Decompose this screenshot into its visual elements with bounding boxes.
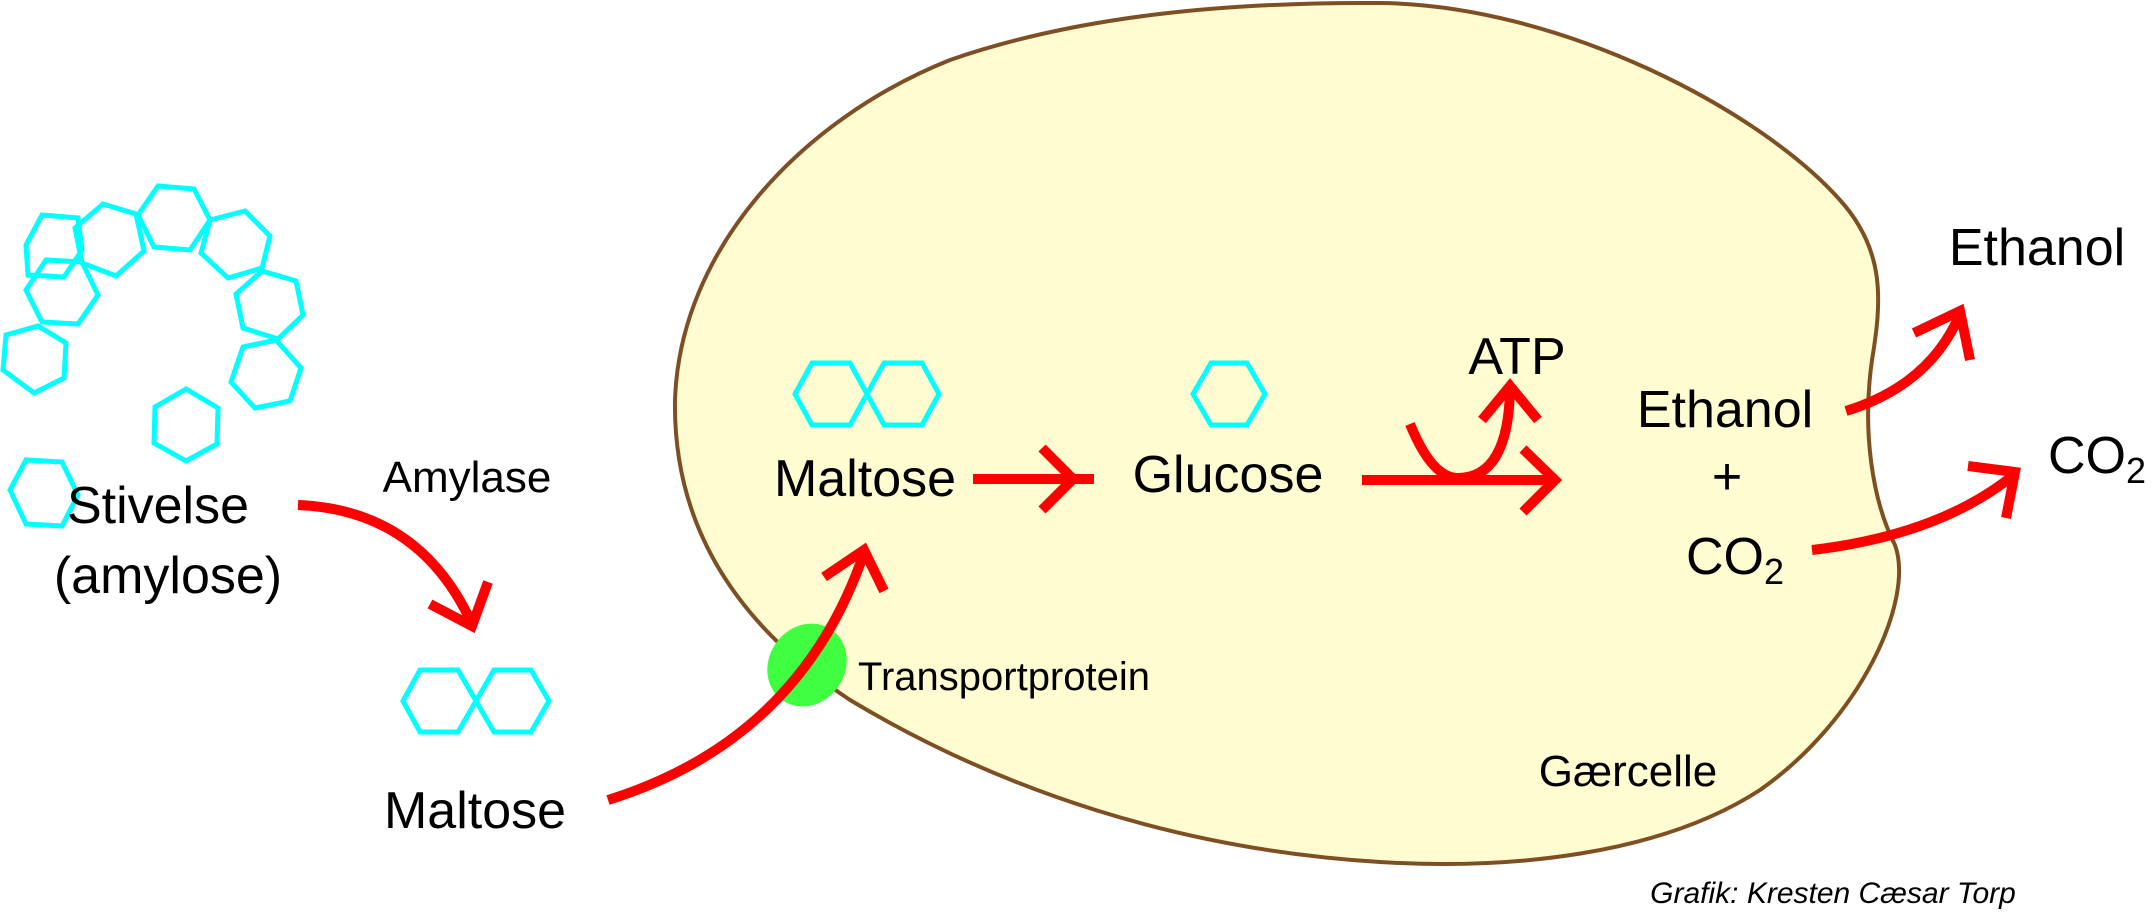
atp-branch-arrow-head	[1478, 378, 1542, 424]
glucose-ring-icon	[7, 457, 81, 529]
maltose-import-arrow-head	[821, 542, 889, 594]
glucose-ring-icon	[23, 257, 101, 327]
glucose-ring-icon	[151, 386, 221, 464]
amylase-arrow-head	[427, 580, 493, 634]
co2-export-arrow	[1811, 470, 2019, 555]
starch-label: Stivelse	[67, 477, 249, 535]
glucose-ring-icon	[1190, 360, 1268, 428]
co2-export-arrow-head	[1967, 461, 2021, 519]
ethanol-export-arrow	[1844, 312, 1965, 416]
atp-branch-arrow	[1405, 389, 1515, 484]
graphic-credit: Grafik: Kresten Cæsar Torp	[1650, 877, 2016, 910]
glucose-ring-icon	[0, 323, 69, 396]
maltose-inside-icon	[792, 360, 942, 428]
maltose-inside-label: Maltose	[774, 450, 956, 508]
maltose-import-arrow	[606, 551, 869, 805]
yeast-cell-label: Gærcelle	[1539, 747, 1718, 796]
glucose-ring-icon	[228, 337, 304, 411]
starch-sublabel: (amylose)	[54, 547, 282, 605]
plus-sign: +	[1712, 448, 1742, 506]
fermentation-arrow-head	[1519, 445, 1563, 516]
maltose-to-glucose-arrow-head	[1038, 444, 1081, 514]
yeast-cell-body	[672, 0, 1901, 866]
amylase-arrow	[297, 500, 477, 627]
glucose-label: Glucose	[1133, 446, 1324, 504]
glucose-ring-icon	[72, 201, 147, 279]
ethanol-export-arrow-head	[1911, 303, 1975, 361]
maltose-outside-label: Maltose	[384, 782, 566, 840]
glucose-ring-icon	[198, 208, 273, 281]
co2-inside-label: CO2	[1686, 528, 1784, 592]
glucose-ring-icon	[135, 183, 213, 253]
starch-amylose-chain	[0, 183, 306, 529]
atp-label: ATP	[1468, 328, 1565, 386]
glucose-ring-icon	[233, 268, 306, 342]
co2-outside-label: CO2	[2048, 427, 2146, 491]
ethanol-inside-label: Ethanol	[1637, 381, 1813, 439]
transport-protein-label: Transportprotein	[858, 655, 1150, 699]
amylase-label: Amylase	[383, 453, 552, 502]
maltose-disaccharide-icon	[400, 667, 552, 735]
ethanol-outside-label: Ethanol	[1949, 219, 2125, 277]
glucose-ring-icon	[23, 212, 85, 280]
